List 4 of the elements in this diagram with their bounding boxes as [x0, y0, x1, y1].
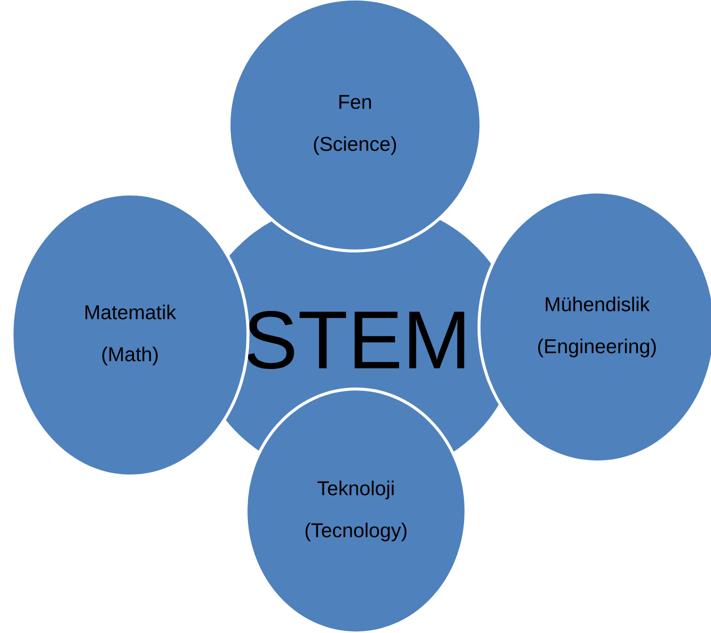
node-label: Mühendislik — [546, 296, 650, 312]
node-label: (Tecnology) — [306, 522, 406, 542]
node-label: (Engineering) — [538, 338, 656, 358]
node-label: Teknoloji — [318, 480, 394, 500]
